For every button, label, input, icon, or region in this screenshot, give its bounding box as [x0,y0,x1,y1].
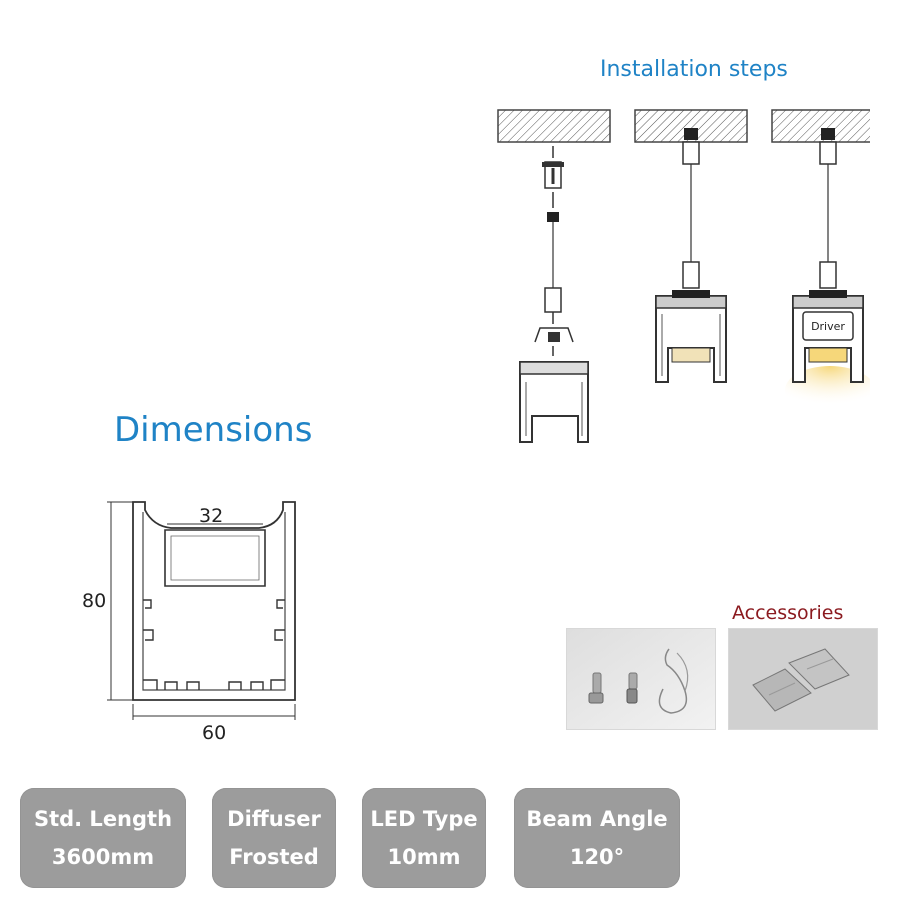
dimension-height: 80 [82,590,107,612]
spec-name: Beam Angle [526,807,668,831]
spec-name: LED Type [370,807,478,831]
spec-card-diffuser: Diffuser Frosted [212,788,336,888]
install-step-1 [497,109,611,443]
accessories-end-caps-photo [728,628,878,730]
dimension-width-bottom: 60 [202,722,227,744]
install-step-3: Driver [771,109,870,414]
spec-value: 120° [569,845,625,869]
install-step-2 [634,109,748,383]
spec-value: Frosted [229,845,319,869]
dimensions-drawing [107,501,296,720]
spec-card-std-length: Std. Length 3600mm [20,788,186,888]
dimensions-heading: Dimensions [114,410,313,450]
accessories-heading: Accessories [732,602,844,624]
installation-steps-heading: Installation steps [600,57,788,82]
accessories-hardware-photo [566,628,716,730]
dimension-width-top: 32 [199,505,224,527]
spec-name: Diffuser [227,807,321,831]
spec-card-beam-angle: Beam Angle 120° [514,788,680,888]
spec-value: 10mm [387,845,461,869]
spec-name: Std. Length [33,807,173,831]
installation-diagram: Driver [497,109,870,443]
driver-label: Driver [811,320,845,333]
spec-card-led-type: LED Type 10mm [362,788,486,888]
spec-value: 3600mm [51,845,155,869]
